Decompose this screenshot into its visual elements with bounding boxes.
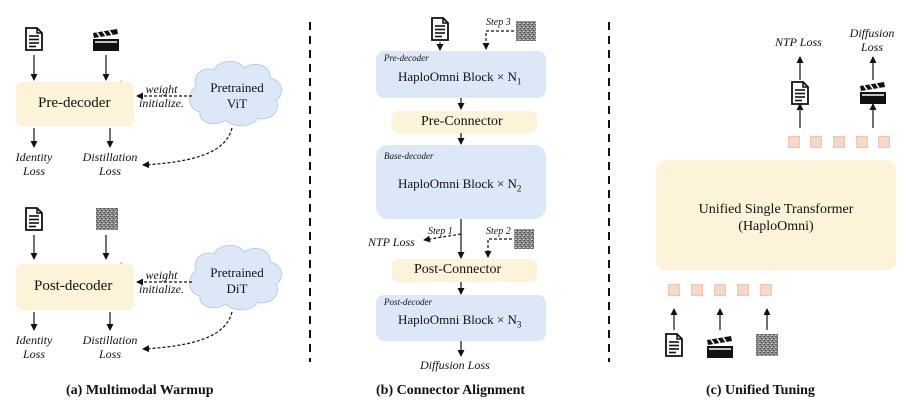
post-decoder-tag: Post-decoder [384,297,432,307]
weight-init-label-top: weight initialize. [139,82,184,110]
post-connector-label: Post-Connector [414,262,502,277]
noise-image-icon [514,229,534,249]
ntp-loss-label-b: NTP Loss [368,235,415,249]
pre-decoder-block [376,51,546,98]
diffusion-loss-label-b: Diffusion Loss [420,358,490,372]
document-icon [665,333,683,357]
unified-transformer-box [656,160,896,270]
post-decoder-label: Post-decoder [34,278,113,294]
post-decoder-box [16,264,134,310]
input-token [760,284,772,296]
distillation-loss-bottom: Distillation Loss [82,333,138,361]
pre-connector-label: Pre-Connector [421,114,503,129]
output-token [810,136,822,148]
identity-loss-top: Identity Loss [15,150,53,178]
document-icon [431,17,449,41]
cloud-shape-vit [189,61,283,127]
noise-image-icon [516,21,536,41]
pre-decoder-tag: Pre-decoder [384,53,429,63]
diffusion-loss-label-c: Diffusion Loss [849,26,895,54]
caption-panel-a: (a) Multimodal Warmup [66,383,214,398]
identity-loss-bottom: Identity Loss [15,333,53,361]
noise-image-icon [96,208,118,230]
input-token [737,284,749,296]
unified-transformer-label: Unified Single Transformer (HaploOmni) [698,202,854,234]
document-icon [25,27,43,51]
block3-label: HaploOmni Block × N3 [398,312,522,330]
step1-label: Step 1 [428,226,453,237]
clapperboard-icon [859,81,887,105]
output-token [878,136,890,148]
base-decoder-tag: Base-decoder [384,151,434,161]
step2-label: Step 2 [486,226,511,237]
post-decoder-block [376,295,546,341]
ntp-loss-label-c: NTP Loss [775,35,822,49]
base-decoder-block [376,145,546,219]
block2-label: HaploOmni Block × N2 [398,176,522,194]
pre-connector-box [392,111,537,133]
output-token [856,136,868,148]
cloud-shape-dit [189,245,283,311]
input-token [668,284,680,296]
block1-label: HaploOmni Block × N1 [398,69,522,87]
output-token [788,136,800,148]
caption-panel-c: (c) Unified Tuning [706,383,815,398]
post-connector-box [392,259,537,282]
distillation-loss-top: Distillation Loss [82,150,138,178]
clapperboard-icon [706,335,734,359]
cloud-dit-label: Pretrained DiT [210,265,264,296]
document-icon [791,81,809,105]
noise-image-icon [756,334,778,356]
pre-decoder-label: Pre-decoder [38,95,111,111]
caption-panel-b: (b) Connector Alignment [376,383,526,398]
output-token [833,136,845,148]
cloud-vit-label: Pretrained ViT [210,80,264,111]
input-token [714,284,726,296]
weight-init-label-bottom: weight initialize. [139,268,184,296]
step3-label: Step 3 [486,17,511,28]
clapperboard-icon [92,28,120,52]
document-icon [25,207,43,231]
pre-decoder-box [16,82,134,126]
input-token [691,284,703,296]
